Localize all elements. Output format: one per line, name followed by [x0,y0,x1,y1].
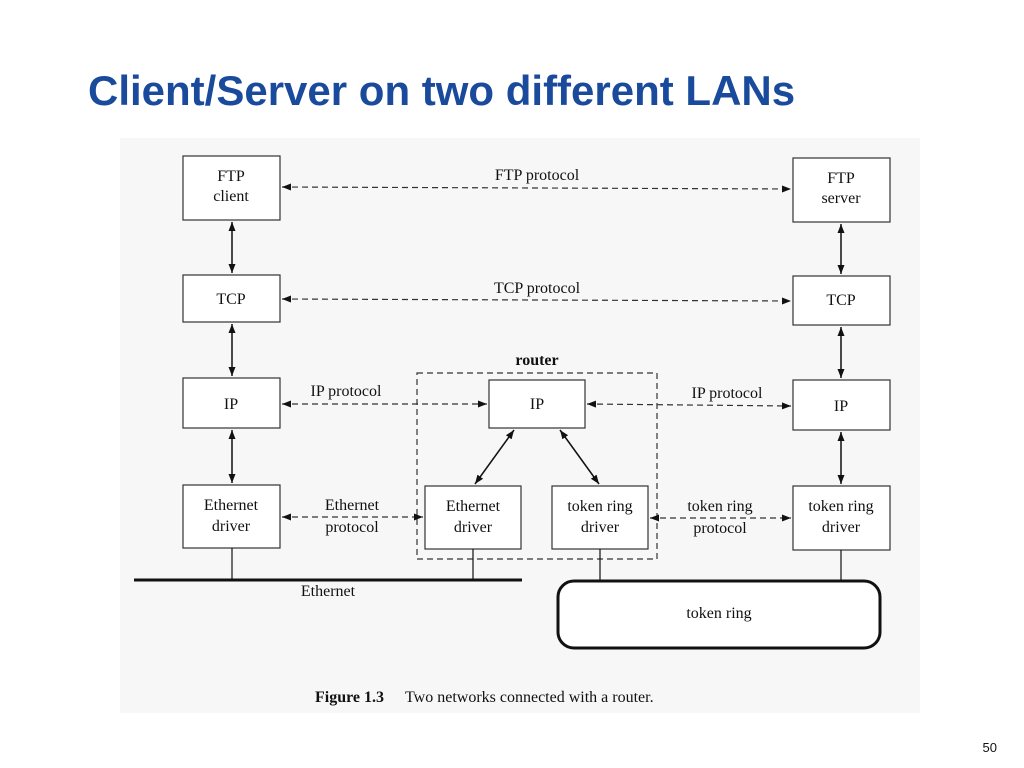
router-ethernet-driver-label-1: Ethernet [446,498,501,515]
ethernet-network-label: Ethernet [301,583,356,600]
left-ftp-label-2: client [213,188,249,205]
ethernet-protocol-label-2: protocol [325,519,379,536]
ip-protocol-right-label: IP protocol [692,385,764,402]
router-boundary [416,372,658,560]
right-ftp-label-1: FTP [827,170,855,187]
left-ftp-label-1: FTP [217,168,245,185]
router-token-ring-driver-label-2: driver [581,519,620,536]
token-ring-protocol-label-2: protocol [693,520,747,537]
router-ip-tokenring-arrow [559,429,600,485]
token-ring-network [556,579,882,650]
router-token-ring-driver-label-1: token ring [567,498,632,515]
left-ip-label: IP [224,396,238,413]
right-ip-box [792,379,891,431]
left-ethernet-driver-label-2: driver [212,518,251,535]
left-ethernet-driver-box [182,484,281,549]
right-token-ring-driver-label-2: driver [822,519,861,536]
ftp-protocol-label: FTP protocol [495,167,580,184]
figure-caption-text: Two networks connected with a router. [405,689,654,706]
router-label: router [515,352,558,369]
figure-panel: FTP client TCP IP Ethernet driver FTP se… [120,138,920,713]
ip-protocol-right-arrow [586,400,792,410]
left-ftp-box [182,155,281,221]
ethernet-protocol-label-1: Ethernet [325,497,380,514]
router-ethernet-driver-box [424,485,522,550]
tcp-protocol-label: TCP protocol [494,280,581,297]
left-ethernet-driver-label-1: Ethernet [204,497,259,514]
router-ip-label: IP [530,396,544,413]
router-ethernet-driver-label-2: driver [454,519,493,536]
router-token-ring-driver-box [551,485,649,550]
left-ip-box [182,377,281,429]
token-ring-network-label: token ring [686,605,751,622]
network-diagram: FTP client TCP IP Ethernet driver FTP se… [134,155,891,706]
right-tcp-label: TCP [826,292,855,309]
slide-title: Client/Server on two different LANs [88,67,796,114]
right-ip-label: IP [834,398,848,415]
tcp-protocol-arrow [281,295,792,305]
router-ip-ethernet-arrow [474,429,515,485]
right-token-ring-driver-label-1: token ring [808,498,873,515]
left-tcp-box [182,274,281,323]
router-ip-box [488,379,586,429]
right-ftp-label-2: server [821,190,861,207]
figure-caption-number: Figure 1.3 [315,689,384,706]
right-ftp-box [792,157,891,223]
right-token-ring-driver-box [792,485,891,551]
ip-protocol-left-label: IP protocol [311,383,383,400]
token-ring-protocol-label-1: token ring [687,498,752,515]
page-number: 50 [982,740,997,755]
left-tcp-label: TCP [216,291,245,308]
right-tcp-box [792,275,891,326]
ftp-protocol-arrow [281,183,792,193]
